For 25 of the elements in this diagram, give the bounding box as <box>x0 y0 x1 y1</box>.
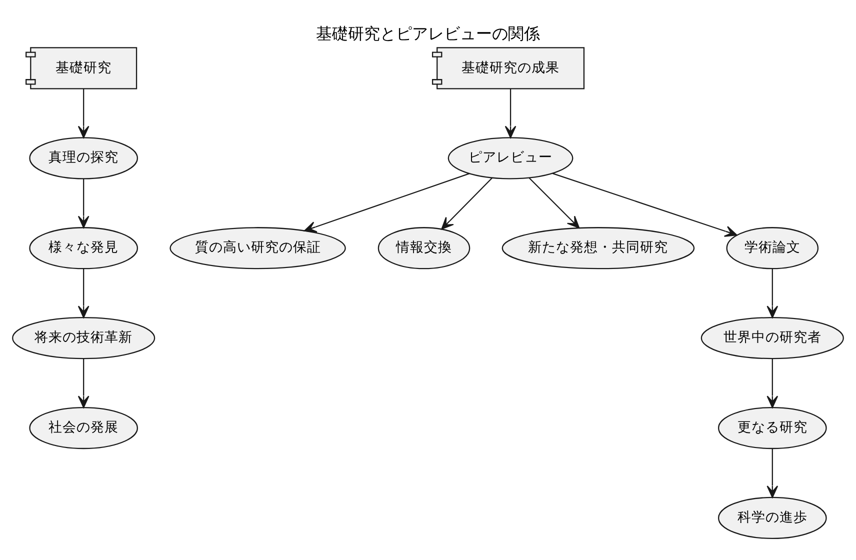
arrow <box>441 178 493 230</box>
arrow <box>78 178 90 228</box>
arrow <box>552 172 738 237</box>
arrow <box>528 178 580 228</box>
node-ellipse: 世界中の研究者 <box>700 317 844 360</box>
arrow <box>78 268 90 318</box>
node-ellipse: ピアレビュー <box>448 137 574 180</box>
arrow <box>766 268 778 318</box>
node-ellipse: 更なる研究 <box>718 406 827 450</box>
node-ellipse: 学術論文 <box>726 227 819 270</box>
node-ellipse: 様々な発見 <box>29 227 138 270</box>
arrow <box>78 88 90 138</box>
arrow <box>766 358 778 408</box>
node-ellipse: 新たな発想・共同研究 <box>502 227 695 270</box>
node-ellipse: 科学の進歩 <box>718 496 827 540</box>
node-ellipse: 社会の発展 <box>29 406 138 450</box>
arrow <box>504 88 516 138</box>
node-ellipse: 情報交換 <box>378 227 470 270</box>
node-ellipse: 質の高い研究の保証 <box>170 227 346 270</box>
diagram-title: 基礎研究とピアレビューの関係 <box>316 24 540 43</box>
arrow <box>304 173 470 232</box>
arrow <box>766 448 778 498</box>
node-ellipse: 将来の技術革新 <box>12 317 156 360</box>
arrow <box>78 358 90 408</box>
node-ellipse: 真理の探究 <box>29 137 138 180</box>
